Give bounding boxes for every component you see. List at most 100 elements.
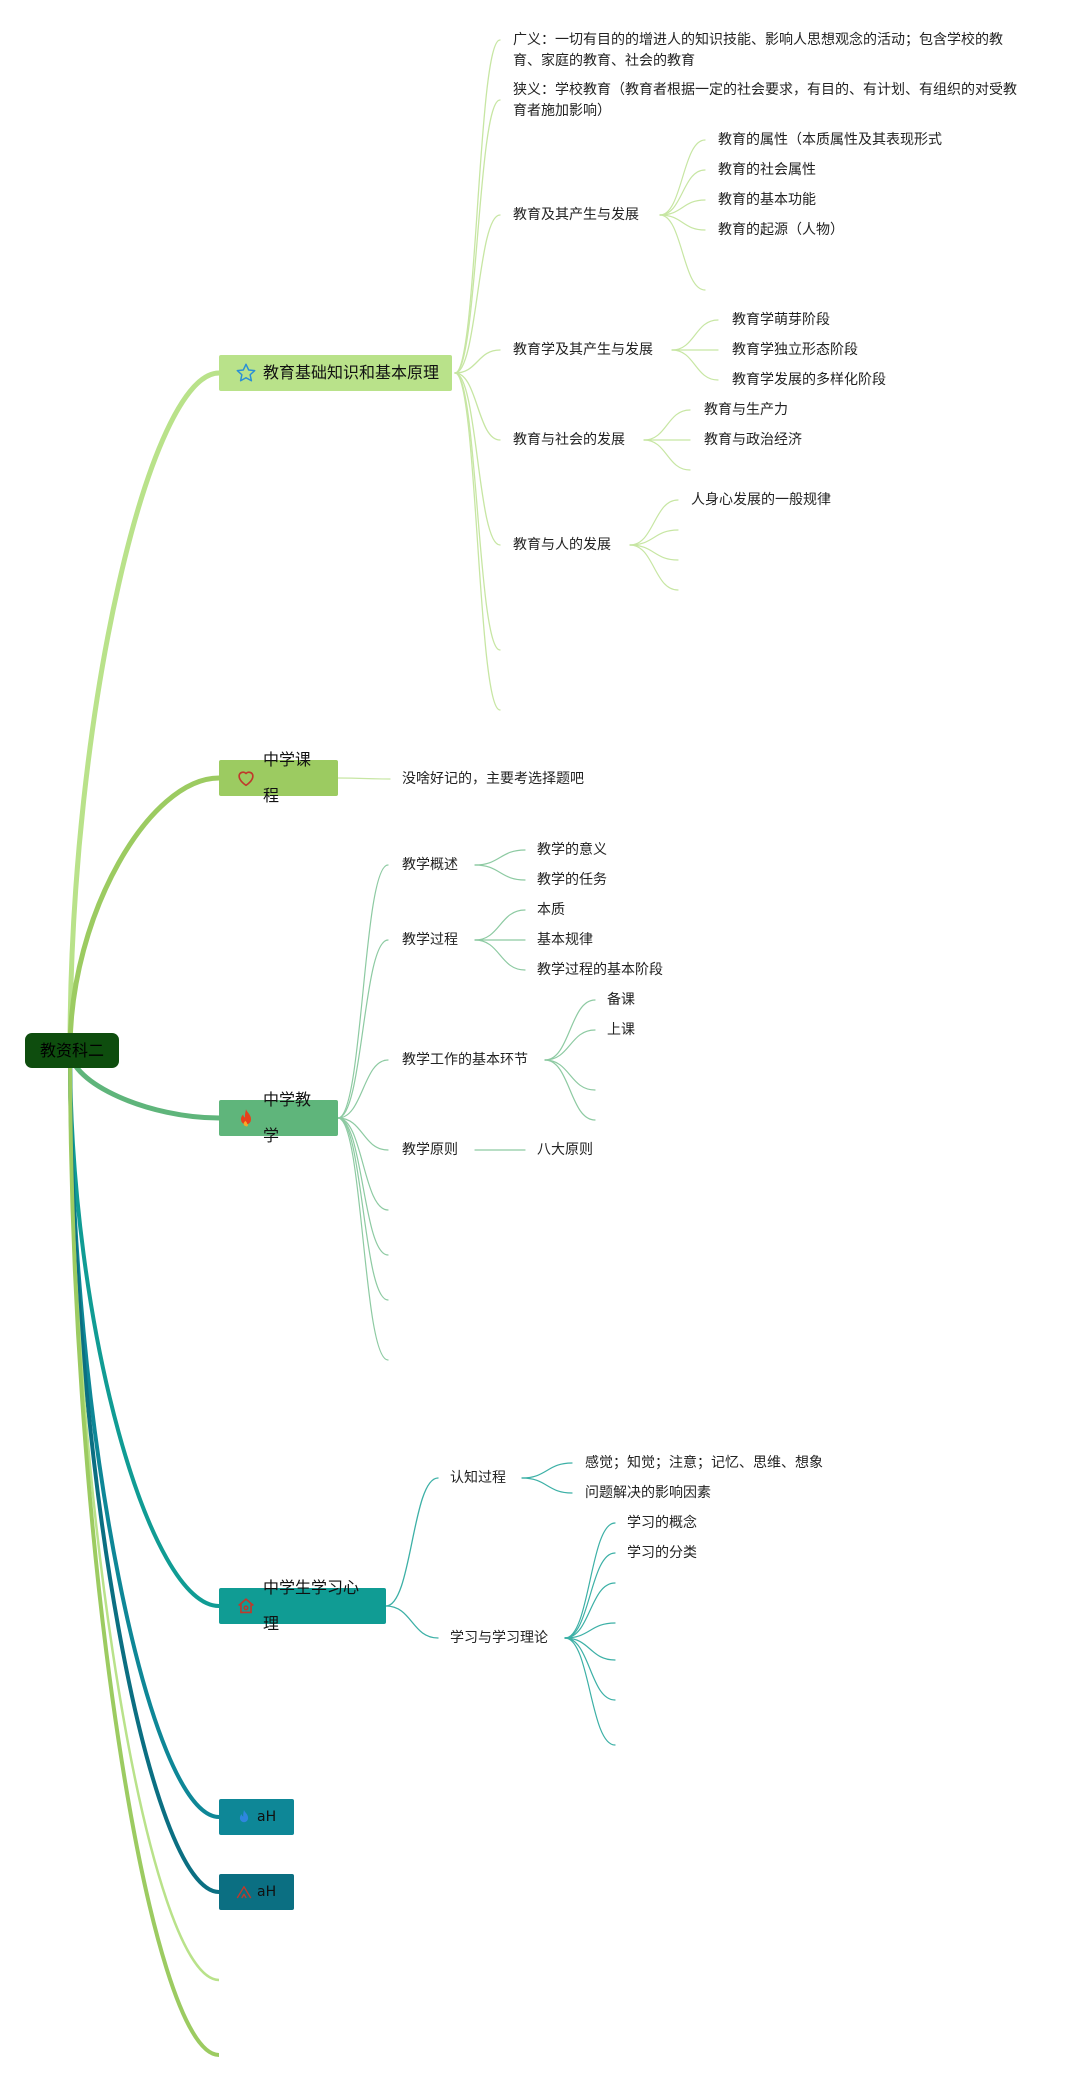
leaf-eight-principles[interactable]: 八大原则: [537, 1142, 593, 1158]
leaf-education-attribute[interactable]: 教育的属性（本质属性及其表现形式: [718, 132, 942, 148]
branch-node-ah-2[interactable]: aH: [219, 1874, 294, 1910]
star-icon: [235, 362, 257, 384]
branch-node-curriculum[interactable]: 中学课程: [219, 750, 338, 805]
sublink: [337, 1117, 389, 1151]
branch-label: 中学教学: [263, 1090, 312, 1145]
branch-node-learning-psychology[interactable]: 中学生学习心理: [219, 1578, 386, 1633]
leaf-problem-solving[interactable]: 问题解决的影响因素: [585, 1485, 711, 1501]
house-icon: [235, 1595, 257, 1617]
branch-link-8: [68, 1049, 220, 2057]
leaflink: [659, 139, 706, 216]
sublink: [454, 372, 501, 441]
node-teaching-principles[interactable]: 教学原则: [402, 1142, 458, 1158]
leaflink: [659, 214, 706, 231]
leaf-broad-definition[interactable]: 广义：一切有目的的增进人的知识技能、影响人思想观念的活动；包含学校的教育、家庭的…: [513, 32, 1003, 69]
branch-node-ah-1[interactable]: aH: [219, 1799, 294, 1835]
sublink: [385, 1605, 439, 1639]
leaflink: [474, 909, 526, 941]
leaflink: [474, 849, 526, 866]
leaf-teaching-task[interactable]: 教学的任务: [537, 872, 607, 888]
leaf-lesson[interactable]: 上课: [607, 1022, 635, 1038]
leaf-teaching-meaning[interactable]: 教学的意义: [537, 842, 607, 858]
leaf-education-basic-function[interactable]: 教育的基本功能: [718, 192, 816, 208]
leaflink: [643, 409, 691, 441]
leaf-pedagogy-sprout[interactable]: 教育学萌芽阶段: [732, 312, 830, 328]
sublink: [337, 864, 389, 1119]
leaf-education-productivity[interactable]: 教育与生产力: [704, 402, 788, 418]
sublink: [385, 1477, 439, 1607]
leaf-process-law[interactable]: 基本规律: [537, 932, 593, 948]
leaflink: [564, 1522, 616, 1639]
branch-link-1: [67, 370, 220, 1051]
sublink: [454, 214, 501, 374]
fire-icon: [235, 1107, 257, 1129]
node-education-society[interactable]: 教育与社会的发展: [513, 432, 625, 448]
leaf-development-law[interactable]: 人身心发展的一般规律: [691, 492, 831, 508]
node-cognition[interactable]: 认知过程: [450, 1470, 506, 1486]
branch-node-education-basics[interactable]: 教育基础知识和基本原理: [219, 355, 452, 391]
leaf-learning-classification[interactable]: 学习的分类: [627, 1545, 697, 1561]
leaflink: [564, 1637, 616, 1661]
leaflink: [564, 1552, 616, 1639]
leaflink: [659, 214, 706, 291]
branch-label: 教育基础知识和基本原理: [263, 363, 440, 382]
heart-icon: [235, 767, 257, 789]
leaflink: [544, 1059, 596, 1121]
root-node[interactable]: 教资科二: [25, 1033, 119, 1068]
leaflink: [643, 439, 691, 471]
branch-link-4: [68, 1049, 220, 1608]
leaflink: [564, 1622, 616, 1639]
sublink: [337, 939, 389, 1119]
node-education-origin[interactable]: 教育及其产生与发展: [513, 207, 639, 223]
leaf-education-origin[interactable]: 教育的起源（人物）: [718, 222, 844, 238]
leaflink: [564, 1637, 616, 1746]
branch-node-teaching[interactable]: 中学教学: [219, 1090, 338, 1145]
node-teaching-overview[interactable]: 教学概述: [402, 857, 458, 873]
leaf-pedagogy-independent[interactable]: 教育学独立形态阶段: [732, 342, 858, 358]
leaf-perception[interactable]: 感觉；知觉；注意；记忆、思维、想象: [585, 1455, 823, 1471]
leaf-education-social-attribute[interactable]: 教育的社会属性: [718, 162, 816, 178]
leaf-learning-concept[interactable]: 学习的概念: [627, 1515, 697, 1531]
sublink: [454, 372, 501, 651]
leaflink: [544, 1029, 596, 1061]
leaf-pedagogy-diverse[interactable]: 教育学发展的多样化阶段: [732, 372, 886, 388]
leaf-education-politics[interactable]: 教育与政治经济: [704, 432, 802, 448]
leaflink: [659, 169, 706, 216]
sublink: [454, 39, 501, 374]
sublink: [337, 1117, 389, 1211]
leaf-curriculum-note[interactable]: 没啥好记的，主要考选择题吧: [402, 771, 584, 787]
sublink: [454, 372, 501, 711]
leaflink: [474, 864, 526, 881]
branch-label: 中学课程: [263, 750, 312, 805]
sublink: [337, 1059, 389, 1119]
sublink: [454, 99, 501, 374]
tent-icon: [235, 1883, 253, 1901]
branch-label: 中学生学习心理: [263, 1578, 360, 1633]
leaflink: [629, 544, 679, 591]
node-learning-theory[interactable]: 学习与学习理论: [450, 1630, 548, 1646]
sublink: [337, 1117, 389, 1361]
leaflink: [564, 1582, 616, 1639]
leaflink: [521, 1477, 573, 1494]
leaflink: [671, 319, 719, 351]
leaf-process-stages[interactable]: 教学过程的基本阶段: [537, 962, 663, 978]
node-pedagogy[interactable]: 教育学及其产生与发展: [513, 342, 653, 358]
leaf-narrow-definition[interactable]: 狭义：学校教育（教育者根据一定的社会要求，有目的、有计划、有组织的对受教育者施加…: [513, 82, 1017, 119]
leaflink: [544, 1059, 596, 1091]
sublink: [454, 372, 501, 546]
sublink: [337, 1117, 389, 1256]
node-teaching-steps[interactable]: 教学工作的基本环节: [402, 1052, 528, 1068]
sublink: [454, 349, 501, 374]
sublink: [337, 777, 391, 780]
node-teaching-process[interactable]: 教学过程: [402, 932, 458, 948]
leaflink: [659, 199, 706, 216]
leaflink: [629, 499, 679, 546]
leaf-process-essence[interactable]: 本质: [537, 902, 565, 918]
leaflink: [474, 939, 526, 971]
branch-link-6: [68, 1049, 220, 1894]
leaf-lesson-prep[interactable]: 备课: [607, 992, 635, 1008]
branch-link-2: [67, 775, 220, 1051]
node-education-human[interactable]: 教育与人的发展: [513, 537, 611, 553]
leaflink: [629, 529, 679, 546]
